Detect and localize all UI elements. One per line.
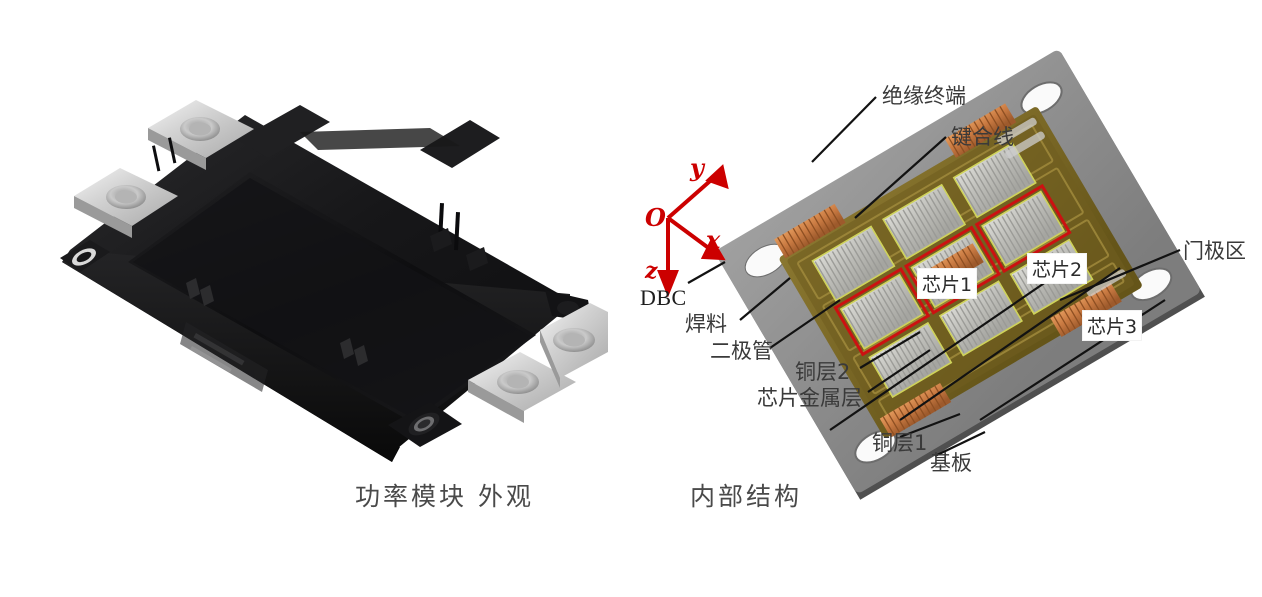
callout-chip-metal-layer: 芯片金属层 [757,386,862,410]
housing-clips [186,278,368,366]
leader-dbc [687,261,726,284]
caption-right-panel: 内部结构 [690,482,803,511]
chip-label-3: 芯片3 [1082,310,1143,341]
caption-left-panel: 功率模块 外观 [355,482,534,511]
chip-label-2: 芯片2 [1027,253,1088,284]
leader-chip-2 [899,267,1121,421]
callout-baseplate: 基板 [930,451,972,475]
y-arrowhead [705,164,729,190]
axis-label-x: x [706,225,721,254]
axis-label-y: y [690,153,704,182]
axis-label-z: z [645,258,658,284]
callout-copper-layer-2: 铜层2 [795,360,851,384]
leader-baseplate [934,431,986,457]
leader-chip-1 [829,261,1076,431]
control-pins [430,203,488,271]
callout-dbc: DBC [640,285,687,310]
leader-chip-metal-layer [867,349,931,393]
leader-diode [769,299,841,349]
callout-gate-region: 门极区 [1183,239,1246,263]
leader-bond-wire [854,136,947,219]
z-arrowhead [657,270,679,298]
chip-3-highlight [974,183,1072,274]
axis-label-origin: O [645,203,666,232]
callout-solder: 焊料 [685,312,727,336]
chip-1-highlight [833,267,931,357]
coordinate-axes [657,164,729,298]
power-terminals-top [74,100,254,238]
callout-copper-layer-1: 铜层1 [872,431,928,455]
callout-bond-wire: 键合线 [951,125,1014,149]
leader-copper-layer-1 [899,412,961,439]
leader-solder [739,277,791,321]
leader-insulation-terminal [811,96,877,163]
callout-insulation-terminal: 绝缘终端 [882,84,966,108]
power-terminals-bottom [468,303,608,423]
chip-label-1: 芯片1 [917,268,978,299]
leader-gate-region [1059,248,1181,302]
module-marking [180,322,268,392]
mounting-holes [744,81,1173,464]
leader-copper-layer-2 [859,331,921,369]
x-arrowhead [700,236,726,261]
callout-diode: 二极管 [710,339,773,363]
